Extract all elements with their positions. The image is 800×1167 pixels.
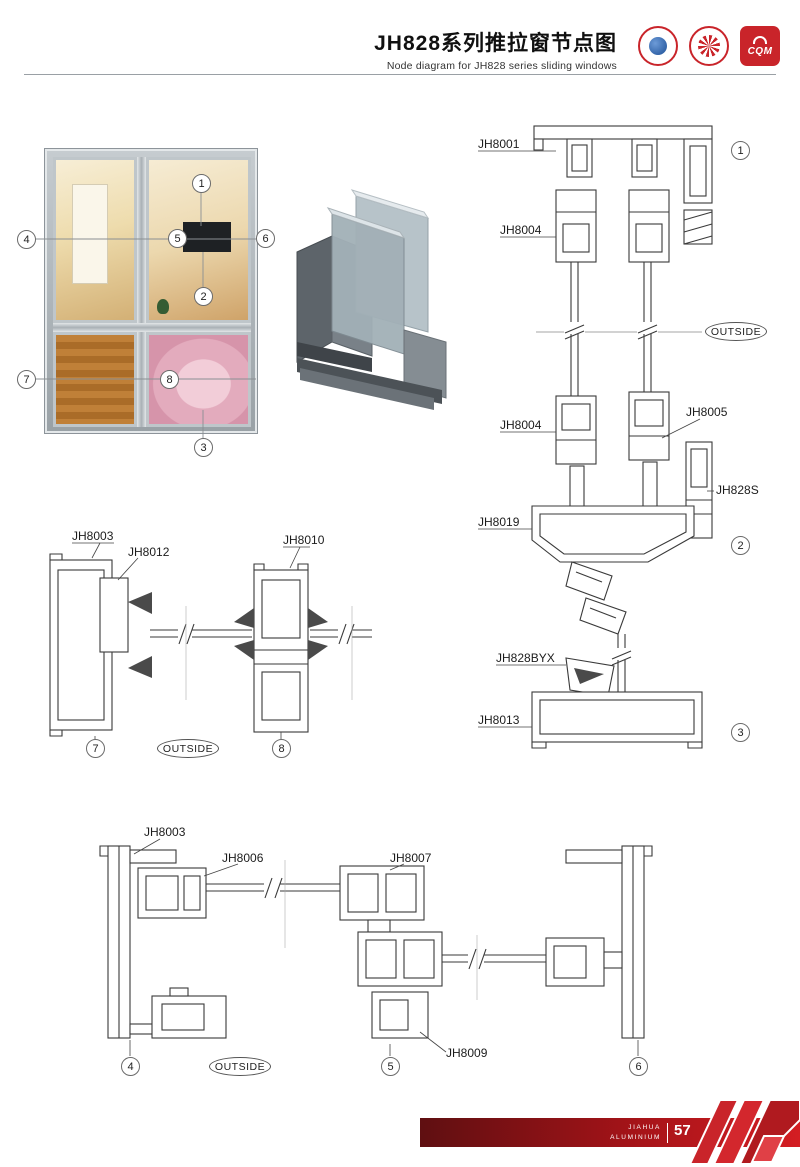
callout-section-6: 6 (629, 1057, 648, 1076)
callout-section-7: 7 (86, 739, 105, 758)
label-jh8013: JH8013 (478, 713, 520, 727)
certification-badge-icon (638, 26, 678, 66)
window-pane-bottom-right (146, 332, 251, 427)
header-divider (24, 74, 776, 75)
label-jh8003-mid: JH8003 (72, 529, 114, 543)
cqm-logo-text: CQM (747, 45, 773, 57)
certification-logos: CQM (638, 26, 780, 66)
outside-label-vertical: OUTSIDE (705, 322, 767, 341)
window-photo (44, 148, 258, 434)
quality-badge-icon (689, 26, 729, 66)
callout-section-5: 5 (381, 1057, 400, 1076)
callout-section-8: 8 (272, 739, 291, 758)
footer-brand-top: JIAHUA (628, 1124, 661, 1131)
label-jh8003-bottom: JH8003 (144, 825, 186, 839)
label-jh8006: JH8006 (222, 851, 264, 865)
cqm-arc-icon (753, 35, 767, 44)
label-jh828byx: JH828BYX (496, 651, 555, 665)
callout-overview-5: 5 (168, 229, 187, 248)
label-jh8010: JH8010 (283, 533, 325, 547)
label-jh8005: JH8005 (686, 405, 728, 419)
label-jh8009: JH8009 (446, 1046, 488, 1060)
label-jh8004-mid: JH8004 (500, 418, 542, 432)
profile-3d-render (296, 189, 447, 410)
callout-section-2: 2 (731, 536, 750, 555)
interior-tv (183, 222, 231, 252)
footer-brand: JIAHUA ALUMINIUM (583, 1123, 661, 1143)
callout-section-1: 1 (731, 141, 750, 160)
label-jh8019: JH8019 (478, 515, 520, 529)
vertical-mullion-bottom (137, 332, 146, 427)
page-title-block: JH828系列推拉窗节点图 Node diagram for JH828 ser… (374, 27, 617, 72)
label-jh8004-top: JH8004 (500, 223, 542, 237)
horizontal-section-mid-drawing (49, 542, 372, 739)
sunburst-icon (698, 35, 720, 57)
label-jh8007: JH8007 (390, 851, 432, 865)
page-number: 57 (674, 1122, 691, 1139)
callout-overview-7: 7 (17, 370, 36, 389)
window-pane-top-left (53, 157, 137, 323)
callout-overview-6: 6 (256, 229, 275, 248)
footer-divider (667, 1123, 668, 1143)
callout-overview-2: 2 (194, 287, 213, 306)
transom-bar (53, 323, 251, 332)
callout-section-3: 3 (731, 723, 750, 742)
interior-plant (157, 299, 169, 314)
label-jh8001: JH8001 (478, 137, 520, 151)
horizontal-section-bottom-drawing (99, 838, 653, 1056)
vertical-mullion-top (137, 157, 146, 323)
interior-door (72, 184, 108, 284)
page-title: JH828系列推拉窗节点图 (374, 32, 617, 55)
outside-label-mid: OUTSIDE (157, 739, 219, 758)
label-jh8012: JH8012 (128, 545, 170, 559)
label-jh828s: JH828S (716, 483, 759, 497)
footer-brand-bottom: ALUMINIUM (610, 1134, 661, 1142)
footer-decoration-icon (688, 1099, 800, 1164)
callout-section-4: 4 (121, 1057, 140, 1076)
globe-icon (649, 37, 667, 55)
cqm-logo: CQM (740, 26, 780, 66)
callout-overview-1: 1 (192, 174, 211, 193)
callout-overview-3: 3 (194, 438, 213, 457)
window-pane-bottom-left (53, 332, 137, 427)
outside-label-bottom: OUTSIDE (209, 1057, 271, 1076)
page-subtitle: Node diagram for JH828 series sliding wi… (386, 60, 617, 72)
callout-overview-8: 8 (160, 370, 179, 389)
callout-overview-4: 4 (17, 230, 36, 249)
